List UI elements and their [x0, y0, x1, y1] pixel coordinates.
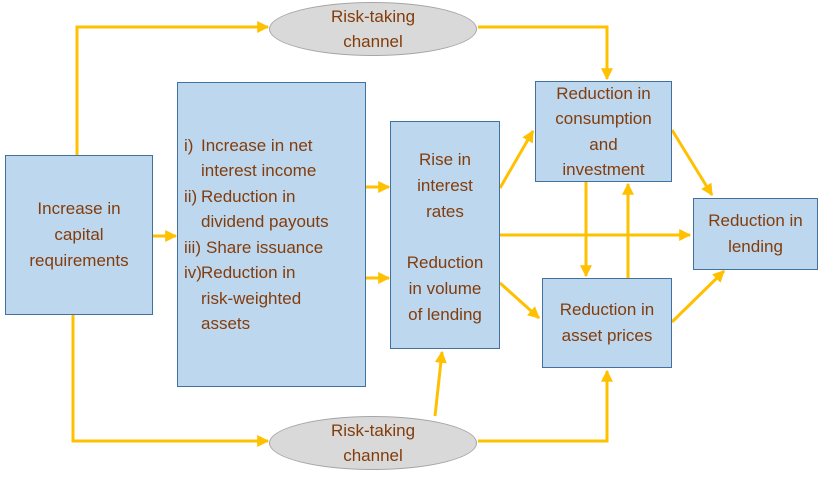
arrow-capital-to-top-channel: [75, 21, 270, 155]
channel-list-marker: iv): [184, 263, 202, 282]
arrow-bottom-channel-to-rates: [433, 350, 447, 417]
reduction-lending-box: Reduction in lending: [693, 198, 818, 270]
arrow-rates-to-asset-prices: [498, 281, 541, 320]
arrow-top-channel-to-consumption: [478, 25, 613, 81]
reduction-consumption-investment-box: Reduction in consumption and investment: [535, 81, 672, 182]
risk-taking-channel-top-oval: Risk-taking channel: [269, 2, 477, 56]
reduction-consumption-investment-label: Reduction in consumption and investment: [555, 83, 652, 180]
rates-and-volume-box: Rise in interest rates Reduction in volu…: [390, 121, 500, 349]
channel-list-item: iv)Reduction in risk-weighted assets: [184, 260, 365, 337]
increase-capital-requirements-label: Increase in capital requirements: [29, 199, 129, 270]
channel-list-item: ii)Reduction in dividend payouts: [184, 184, 365, 235]
risk-taking-channel-top-label: Risk-taking channel: [330, 7, 416, 51]
reduction-in-volume-of-lending-label: Reduction in volume of lending: [406, 253, 484, 324]
channel-list-text: Reduction in dividend payouts: [201, 186, 329, 232]
reduction-asset-prices-box: Reduction in asset prices: [542, 278, 672, 368]
channel-list-item: iii) Share issuance: [184, 235, 365, 261]
rise-in-interest-rates-label: Rise in interest rates: [417, 150, 473, 221]
arrow-asset-prices-to-lending: [670, 269, 726, 324]
channel-list-text: Increase in net interest income: [201, 135, 317, 181]
reduction-lending-label: Reduction in lending: [708, 211, 803, 256]
arrow-capital-to-bottom-channel: [71, 315, 270, 447]
arrow-bottom-channel-to-asset-prices: [478, 369, 613, 443]
arrow-rates-to-consumption: [498, 129, 535, 189]
risk-taking-channel-bottom-label: Risk-taking channel: [330, 421, 416, 465]
reduction-asset-prices-label: Reduction in asset prices: [559, 300, 655, 345]
channel-list-text: Share issuance: [206, 237, 324, 257]
channel-list-item: i) Increase in net interest income: [184, 133, 365, 184]
risk-taking-channel-bottom-oval: Risk-taking channel: [269, 416, 477, 470]
channel-list-text: Reduction in risk-weighted assets: [201, 263, 302, 333]
channel-list-marker: ii): [184, 186, 198, 206]
arrow-consumption-to-lending: [670, 129, 714, 197]
channel-list-marker: iii): [184, 237, 201, 257]
channel-list-marker: i): [184, 135, 194, 155]
increase-capital-requirements-box: Increase in capital requirements: [5, 155, 153, 315]
